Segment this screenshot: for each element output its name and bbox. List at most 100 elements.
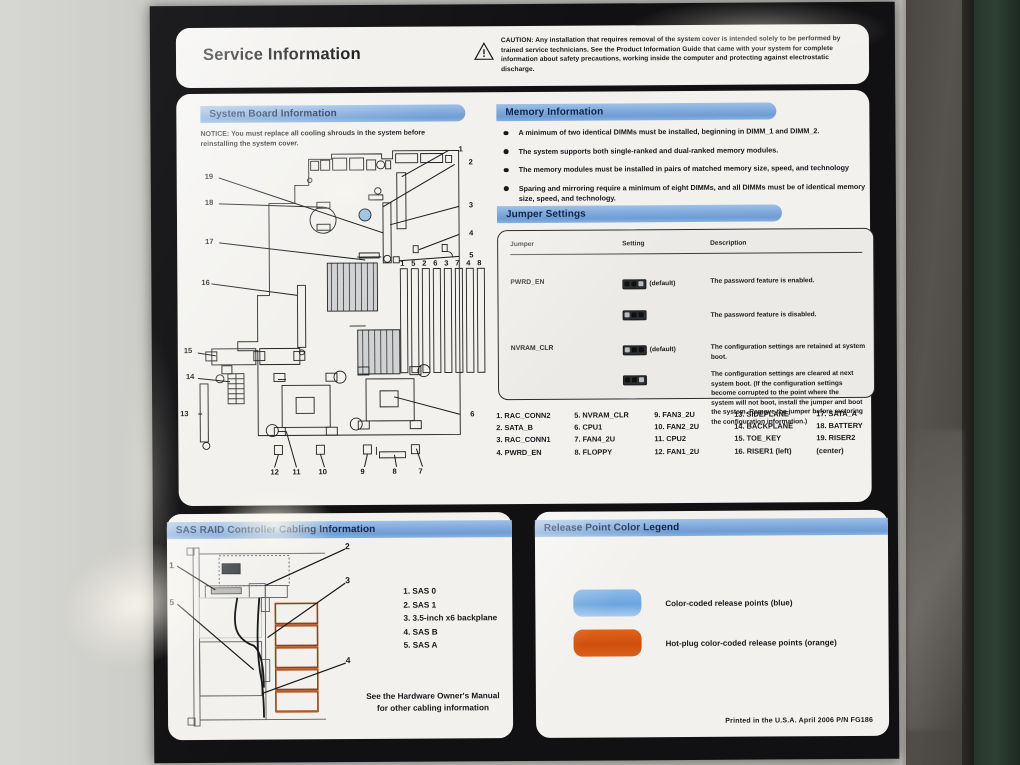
section-header-memory: Memory Information: [496, 102, 777, 122]
sas-item: 1. SAS 0: [403, 586, 437, 596]
board-callout-16: 16: [201, 277, 210, 287]
svg-text:7: 7: [455, 258, 459, 267]
sas-callout-4: 4: [345, 655, 351, 666]
sas-footer-note: See the Hardware Owner's Manual for othe…: [358, 690, 508, 715]
warning-triangle-icon: [474, 42, 495, 60]
memory-bullet-text: The memory modules must be installed in …: [518, 163, 850, 175]
sas-item: 5. SAS A: [403, 640, 438, 651]
jumper-pins-icon: [622, 344, 647, 356]
memory-bullet-text: Sparing and mirroring require a minimum …: [518, 181, 866, 203]
bullet-dot-icon: [503, 186, 509, 191]
board-callout-8: 8: [392, 466, 397, 476]
board-callout-12: 12: [270, 467, 279, 477]
parts-legend-item: 14. BACKPLANE: [734, 421, 794, 431]
table-divider: [510, 251, 863, 256]
board-callout-14: 14: [185, 372, 195, 382]
title-panel: Service Information CAUTION: Any install…: [175, 23, 870, 89]
jumper-description: The password feature is enabled.: [710, 277, 815, 285]
board-callout-5: 5: [469, 250, 474, 260]
svg-text:2: 2: [422, 259, 426, 268]
parts-legend-item: 6. CPU1: [574, 422, 603, 432]
board-callout-1: 1: [458, 144, 463, 154]
jumper-col-header-description: Description: [710, 239, 747, 247]
parts-legend-item: 18. BATTERY: [816, 421, 863, 431]
release-swatch-blue: [573, 589, 642, 617]
board-callout-2: 2: [468, 157, 473, 167]
bullet-dot-icon: [503, 149, 509, 154]
parts-legend-item: 15. TOE_KEY: [734, 433, 782, 444]
parts-legend-item: 16. RISER1 (left): [734, 445, 792, 456]
printed-info: Printed in the U.S.A. April 2006 P/N FG1…: [725, 716, 874, 725]
bullet-dot-icon: [503, 167, 509, 173]
board-callout-9: 9: [360, 466, 365, 477]
jumper-default-label: (default): [649, 346, 676, 354]
sas-item-list: 1. SAS 0 2. SAS 1 3. 3.5-inch x6 backpla…: [403, 584, 497, 653]
sas-callout-3: 3: [345, 575, 350, 586]
memory-bullet-list: A minimum of two identical DIMMs must be…: [498, 126, 871, 212]
board-callout-17: 17: [205, 236, 214, 246]
section-header-jumper: Jumper Settings: [496, 204, 783, 224]
sas-diagram-svg: [176, 547, 346, 727]
sas-panel: SAS RAID Controller Cabling Information: [166, 512, 514, 741]
memory-heading: Memory Information: [505, 106, 604, 119]
board-callout-6: 6: [470, 409, 475, 419]
sas-cabling-diagram: 1 2 3 4 5: [169, 541, 401, 734]
release-label-orange: Hot-plug color-coded release points (ora…: [665, 638, 837, 649]
svg-text:3: 3: [444, 258, 448, 267]
system-board-heading: System Board Information: [209, 108, 337, 120]
parts-legend-item: 9. FAN3_2U: [654, 409, 695, 420]
jumper-setting-icon-group: [622, 306, 650, 324]
sas-callout-2: 2: [344, 541, 350, 552]
parts-legend-item: 7. FAN4_2U: [574, 434, 616, 445]
svg-text:8: 8: [477, 258, 481, 267]
parts-legend: 1. RAC_CONN2 5. NVRAM_CLR 9. FAN3_2U 13.…: [496, 408, 874, 459]
board-callout-11: 11: [292, 467, 301, 477]
release-swatch-orange: [573, 629, 642, 657]
jumper-setting-icon-group: [622, 371, 650, 389]
section-header-system-board: System Board Information: [200, 104, 466, 123]
section-header-sas: SAS RAID Controller Cabling Information: [166, 520, 512, 540]
background-sheen: [906, 430, 964, 730]
parts-legend-item: 5. NVRAM_CLR: [574, 410, 629, 420]
board-callout-19: 19: [204, 171, 214, 181]
jumper-pins-icon: [622, 309, 647, 321]
sas-item: 2. SAS 1: [403, 600, 437, 610]
memory-bullet: The memory modules must be installed in …: [499, 163, 871, 175]
jumper-col-header-setting: Setting: [622, 240, 645, 248]
jumper-description: The password feature is disabled.: [710, 311, 817, 319]
sas-footer-line-2: for other cabling information: [377, 703, 489, 713]
jumper-default-label: (default): [649, 280, 676, 288]
main-panel: System Board Information NOTICE: You mus…: [176, 89, 876, 507]
board-callout-13: 13: [180, 409, 189, 419]
sas-callout-5: 5: [169, 597, 175, 608]
svg-text:5: 5: [411, 259, 415, 268]
background-wall-left: [0, 0, 160, 765]
sas-item: 4. SAS B: [403, 627, 438, 637]
memory-bullet-text: A minimum of two identical DIMMs must be…: [518, 126, 820, 138]
parts-legend-item: 12. FAN1_2U: [654, 446, 700, 456]
background-strip-gray: [900, 0, 906, 765]
sas-footer-line-1: See the Hardware Owner's Manual: [366, 691, 500, 701]
sas-callout-1: 1: [169, 560, 174, 571]
parts-legend-item: 10. FAN2_2U: [654, 422, 700, 432]
parts-legend-item: 19. RISER2: [816, 433, 856, 443]
parts-legend-item: 3. RAC_CONN1: [496, 435, 551, 445]
memory-bullet: A minimum of two identical DIMMs must be…: [498, 126, 870, 138]
parts-legend-item: 17. SATA_A: [816, 408, 858, 419]
parts-legend-item: (center): [816, 445, 844, 455]
svg-text:6: 6: [433, 259, 437, 268]
parts-legend-item: 8. FLOPPY: [574, 447, 613, 457]
release-legend-panel: Release Point Color Legend Color-coded r…: [534, 509, 890, 738]
background-strip-green: [974, 0, 1020, 765]
section-header-release-legend: Release Point Color Legend: [534, 517, 888, 537]
memory-bullet: The system supports both single-ranked a…: [499, 144, 871, 156]
sas-heading: SAS RAID Controller Cabling Information: [175, 523, 376, 537]
release-legend-heading: Release Point Color Legend: [543, 522, 680, 534]
parts-legend-item: 4. PWRD_EN: [496, 447, 542, 457]
page-title: Service Information: [202, 44, 361, 64]
jumper-settings-table: Jumper Setting Description PWRD_EN (defa…: [497, 227, 876, 426]
board-callout-18: 18: [204, 197, 214, 207]
jumper-name: PWRD_EN: [510, 278, 545, 287]
parts-legend-item: 2. SATA_B: [496, 423, 533, 433]
